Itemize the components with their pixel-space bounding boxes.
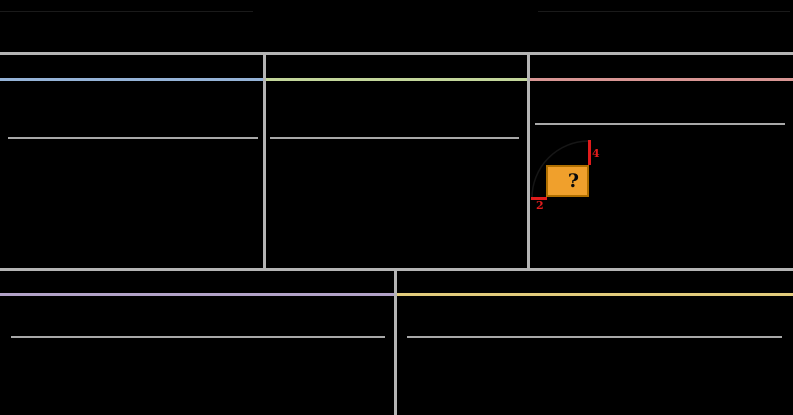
answer-line-top-right (535, 123, 785, 125)
header-rule-left (0, 11, 253, 12)
question-mark-label: ? (567, 170, 580, 192)
accent-underline-top-left (0, 78, 263, 81)
mystery-rectangle: ? (546, 165, 589, 197)
quarter-arc (531, 140, 589, 199)
accent-underline-bottom-left (0, 293, 394, 296)
answer-line-bottom-right (407, 336, 782, 338)
horizontal-dimension-tick (531, 197, 547, 200)
accent-underline-top-middle (266, 78, 527, 81)
vertical-dimension-label: 4 (592, 147, 600, 160)
grid-top-border (0, 52, 793, 55)
vertical-dimension-tick (588, 140, 591, 165)
answer-line-top-middle (270, 137, 519, 139)
accent-underline-bottom-right (397, 293, 793, 296)
grid-column-divider-1 (263, 52, 266, 271)
header-rule-right (538, 11, 790, 12)
grid-column-divider-3 (394, 268, 397, 415)
answer-line-top-left (8, 137, 258, 139)
grid-column-divider-2 (527, 52, 530, 271)
accent-underline-top-right (530, 78, 793, 81)
horizontal-dimension-label: 2 (536, 199, 544, 212)
answer-line-bottom-left (11, 336, 385, 338)
